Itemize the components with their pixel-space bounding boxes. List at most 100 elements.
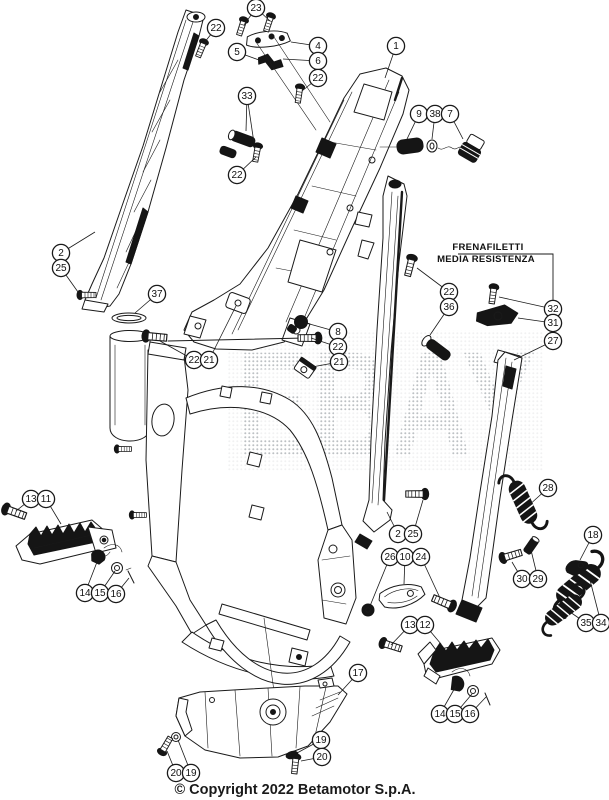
callout-balloon (543, 313, 563, 333)
callout-number: 33 (241, 91, 253, 102)
callout-22: 22 (203, 18, 226, 44)
callout-number: 32 (547, 304, 559, 315)
callout-34: 34 (589, 579, 609, 633)
callout-11: 11 (36, 489, 62, 525)
callout-balloon (312, 747, 332, 767)
callout-16: 16 (460, 696, 487, 724)
callout-32: 32 (498, 296, 563, 319)
callout-number: 16 (110, 589, 122, 600)
callout-29: 29 (528, 549, 548, 589)
callout-16: 16 (106, 577, 130, 604)
vent-hose-parts (379, 133, 485, 163)
callout-number: 23 (250, 3, 262, 14)
callout-number: 2 (395, 529, 401, 540)
callout-balloon (237, 86, 257, 106)
left-subframe-rail-part (81, 9, 206, 313)
callout-number: 31 (547, 318, 559, 329)
callout-number: 15 (94, 588, 106, 599)
annotation-note: FRENAFILETTI MEDIA RESISTENZA (437, 242, 554, 300)
callout-balloon (51, 258, 71, 278)
callout-balloon (538, 478, 558, 498)
callout-number: 18 (587, 530, 599, 541)
side-stand-part (421, 304, 609, 640)
callout-number: 30 (516, 574, 528, 585)
callout-30: 30 (511, 561, 532, 589)
right-footpeg-part (417, 637, 501, 706)
callout-number: 15 (449, 709, 461, 720)
callout-27: 27 (513, 331, 563, 361)
callout-balloon (227, 165, 247, 185)
callout-number: 14 (79, 588, 91, 599)
callout-balloon (227, 42, 247, 62)
callout-18: 18 (579, 525, 603, 561)
callout-number: 27 (547, 336, 559, 347)
callout-balloon (415, 615, 435, 635)
callout-balloon (246, 0, 266, 18)
skid-plate-part (171, 677, 348, 760)
callout-5: 5 (227, 42, 260, 62)
callout-number: 5 (234, 47, 240, 58)
callout-number: 4 (315, 41, 321, 52)
callout-2: 2 (51, 231, 96, 263)
callout-number: 25 (55, 263, 67, 274)
callout-number: 8 (335, 327, 341, 338)
callout-number: 9 (416, 109, 422, 120)
callout-number: 28 (542, 483, 554, 494)
callout-balloon (199, 350, 219, 370)
callout-number: 11 (41, 494, 52, 505)
callout-number: 1 (393, 41, 399, 52)
callout-number: 25 (407, 529, 419, 540)
callout-balloon (528, 569, 548, 589)
callout-4: 4 (290, 36, 328, 56)
callout-leader-line (208, 305, 237, 361)
callout-35: 35 (569, 611, 596, 633)
callout-21: 21 (199, 305, 237, 370)
callout-balloon (403, 524, 423, 544)
callout-number: 35 (580, 618, 592, 629)
callout-balloon (591, 613, 609, 633)
callout-23: 23 (243, 0, 271, 26)
callout-number: 21 (203, 355, 215, 366)
callout-25: 25 (403, 499, 424, 544)
callout-22: 22 (159, 340, 204, 370)
callout-balloon (439, 297, 459, 317)
callout-number: 14 (434, 709, 446, 720)
callout-balloon (460, 704, 480, 724)
callout-number: 38 (429, 109, 441, 120)
callout-number: 22 (210, 23, 222, 34)
callout-number: 12 (419, 620, 431, 631)
callout-balloon (543, 331, 563, 351)
annotation-line2: MEDIA RESISTENZA (437, 254, 535, 265)
callout-number: 21 (333, 357, 345, 368)
copyright-footer: © Copyright 2022 Betamotor S.p.A. (174, 782, 415, 798)
callout-10: 10 (395, 547, 415, 585)
callout-33: 33 (237, 86, 257, 144)
callout-13: 13 (15, 489, 41, 512)
callout-number: 13 (404, 620, 416, 631)
callout-20: 20 (300, 747, 332, 767)
callout-8: 8 (305, 322, 348, 342)
callout-number: 37 (151, 289, 163, 300)
callout-22: 22 (301, 68, 328, 92)
callout-number: 29 (532, 574, 544, 585)
callout-balloon (440, 104, 460, 124)
oil-tank-part (109, 312, 151, 442)
callout-balloon (206, 18, 226, 38)
callout-balloon (583, 525, 603, 545)
callout-13: 13 (390, 615, 420, 646)
chain-guide-bracket-part (361, 584, 426, 617)
callout-balloon (308, 68, 328, 88)
rubber-mount-part (219, 129, 256, 159)
diagram-artwork (0, 9, 609, 775)
callout-balloon (181, 763, 201, 783)
callout-number: 6 (315, 56, 321, 67)
callout-22: 22 (416, 267, 459, 302)
right-subframe-rail-part (354, 175, 408, 550)
callout-20: 20 (166, 750, 186, 783)
callout-22: 22 (227, 156, 257, 185)
callout-number: 20 (170, 768, 182, 779)
callout-number: 22 (332, 342, 344, 353)
